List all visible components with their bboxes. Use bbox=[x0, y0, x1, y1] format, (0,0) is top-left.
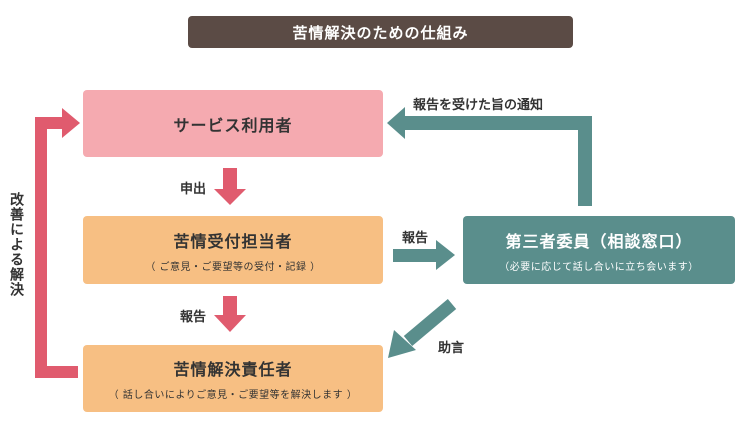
notify-label: 報告を受けた旨の通知 bbox=[413, 98, 544, 113]
third-party-label: 第三者委員（相談窓口） bbox=[505, 231, 693, 251]
complaint-responsible-box: 苦情解決責任者 （ 話し合いによりご意見・ご要望等を解決します ） bbox=[83, 345, 383, 412]
improve-loop-arrowhead bbox=[62, 108, 80, 138]
advice-arrow-head bbox=[388, 330, 416, 358]
complaint-reception-box: 苦情受付担当者 （ ご意見・ご要望等の受付・記録 ） bbox=[83, 216, 383, 284]
offer-arrow-head bbox=[214, 189, 246, 205]
report-down-label: 報告 bbox=[180, 310, 207, 325]
report-down-arrow-head bbox=[214, 315, 246, 332]
complaint-responsible-sub: （ 話し合いによりご意見・ご要望等を解決します ） bbox=[108, 390, 358, 401]
advice-label: 助言 bbox=[438, 341, 465, 356]
third-party-committee-box: 第三者委員（相談窓口） （必要に応じて話し合いに立ち会います） bbox=[463, 216, 735, 284]
offer-arrow-shaft bbox=[223, 168, 237, 190]
offer-label: 申出 bbox=[180, 182, 207, 197]
improve-label: 改善による解決 bbox=[8, 192, 24, 297]
page-title: 苦情解決のための仕組み bbox=[188, 16, 573, 48]
third-party-sub: （必要に応じて話し合いに立ち会います） bbox=[499, 261, 699, 273]
report-right-label: 報告 bbox=[402, 231, 429, 246]
complaint-responsible-label: 苦情解決責任者 bbox=[173, 360, 293, 379]
report-down-arrow-shaft bbox=[223, 296, 237, 316]
service-user-box: サービス利用者 bbox=[83, 90, 383, 157]
report-right-arrow-shaft bbox=[393, 249, 437, 262]
improve-loop-arrow bbox=[35, 117, 78, 378]
notify-arrow-head bbox=[387, 107, 405, 139]
notify-arrow bbox=[403, 116, 592, 206]
advice-arrow-shaft bbox=[403, 299, 457, 346]
service-user-label: サービス利用者 bbox=[173, 115, 293, 135]
report-right-arrow-head bbox=[436, 240, 455, 270]
complaint-reception-sub: （ ご意見・ご要望等の受付・記録 ） bbox=[145, 261, 321, 273]
complaint-reception-label: 苦情受付担当者 bbox=[173, 231, 293, 251]
